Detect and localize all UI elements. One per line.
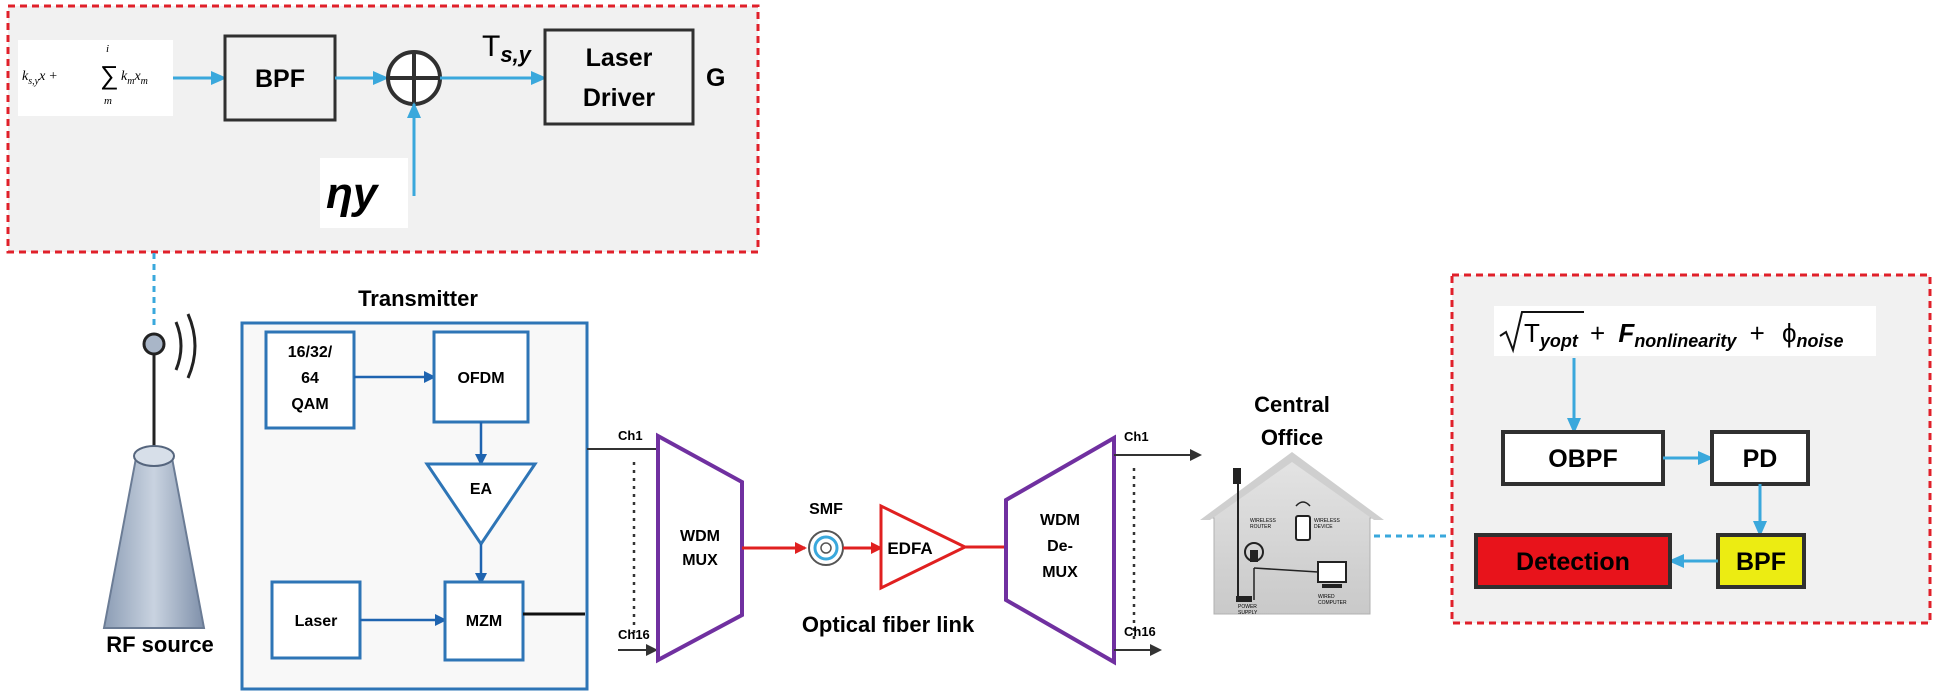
demux-ch1-label: Ch1 bbox=[1124, 429, 1149, 444]
rf-source-label: RF source bbox=[106, 632, 214, 657]
sigma-upper: i bbox=[106, 43, 109, 55]
laser-label: Laser bbox=[295, 613, 338, 630]
receiver-expression-terms: + Fnonlinearity + ϕnoise bbox=[1590, 318, 1844, 353]
ea-label: EA bbox=[470, 481, 493, 498]
detection-label: Detection bbox=[1516, 548, 1630, 576]
device-label: WIRELESS bbox=[1314, 518, 1341, 524]
sqrt-sign bbox=[1499, 311, 1584, 354]
eta-y-label: ηy bbox=[326, 169, 380, 218]
wdm-demux-trapezoid bbox=[1004, 434, 1116, 666]
qam-line2: 64 bbox=[301, 370, 319, 387]
demux-line3: MUX bbox=[1042, 564, 1078, 581]
optical-link-caption: Optical fiber link bbox=[802, 612, 975, 637]
g-label: G bbox=[706, 64, 725, 92]
demux-line2: De- bbox=[1047, 538, 1073, 555]
ts-label: Ts,y bbox=[482, 30, 533, 67]
top-bpf-label: BPF bbox=[255, 65, 305, 93]
mzm-box bbox=[443, 580, 525, 662]
qam-line1: 16/32/ bbox=[288, 344, 333, 361]
top-panel: ks,yx+ ∑ i m kmxm BPF Ts,y Laser Driver … bbox=[6, 4, 760, 254]
rf-source-tower-icon bbox=[102, 313, 206, 629]
edfa-label: EDFA bbox=[887, 539, 932, 558]
summing-junction bbox=[386, 50, 442, 106]
wdm-mux-trapezoid bbox=[656, 432, 744, 664]
pd-box bbox=[1710, 430, 1810, 486]
input-expression-box bbox=[18, 40, 173, 116]
eta-y-box bbox=[320, 158, 408, 228]
router-label-2: ROUTER bbox=[1250, 524, 1272, 530]
obpf-box bbox=[1501, 430, 1665, 486]
qam-box bbox=[264, 330, 356, 430]
demux-ch16-label: Ch16 bbox=[1124, 624, 1156, 639]
central-office-line2: Office bbox=[1261, 425, 1323, 450]
fiber-spool-icon bbox=[808, 530, 844, 566]
router-label: WIRELESS bbox=[1250, 518, 1277, 524]
central-office-house-icon bbox=[1200, 452, 1384, 615]
detection-box bbox=[1474, 533, 1672, 589]
mux-ch1-label: Ch1 bbox=[618, 428, 643, 443]
ofdm-label: OFDM bbox=[457, 370, 504, 387]
laser-driver-line2: Driver bbox=[583, 84, 656, 112]
ofdm-box bbox=[432, 330, 530, 424]
receiver-bpf-box bbox=[1716, 533, 1806, 589]
laser-driver-line1: Laser bbox=[586, 44, 653, 72]
transmitter-title: Transmitter bbox=[358, 286, 478, 311]
receiver-expression-sqrt: Tyopt bbox=[1524, 318, 1579, 351]
power-label-2: SUPPLY bbox=[1238, 610, 1258, 616]
sum-term: kmxm bbox=[121, 69, 148, 87]
mux-ch16-label: Ch16 bbox=[618, 627, 650, 642]
computer-label: WIRED bbox=[1318, 594, 1335, 600]
edfa-triangle bbox=[879, 503, 969, 591]
receiver-bpf-label: BPF bbox=[1736, 548, 1786, 576]
device-label-2: DEVICE bbox=[1314, 524, 1333, 530]
input-expression: ks,yx+ bbox=[22, 69, 57, 87]
demux-line1: WDM bbox=[1040, 512, 1080, 529]
sigma-lower: m bbox=[104, 95, 112, 107]
laser-driver-box bbox=[543, 28, 695, 126]
ea-triangle bbox=[424, 462, 538, 547]
laser-box bbox=[270, 580, 362, 660]
smf-label: SMF bbox=[809, 501, 843, 518]
receiver-panel: Tyopt + Fnonlinearity + ϕnoise OBPF PD B… bbox=[1450, 273, 1932, 625]
mux-line2: MUX bbox=[682, 552, 718, 569]
receiver-expression-box bbox=[1494, 306, 1876, 356]
qam-line3: QAM bbox=[291, 396, 328, 413]
obpf-label: OBPF bbox=[1548, 445, 1617, 473]
central-office-line1: Central bbox=[1254, 392, 1330, 417]
power-label: POWER bbox=[1238, 604, 1257, 610]
pd-label: PD bbox=[1743, 445, 1778, 473]
mux-line1: WDM bbox=[680, 528, 720, 545]
computer-label-2: COMPUTER bbox=[1318, 600, 1347, 606]
mzm-label: MZM bbox=[466, 613, 502, 630]
sigma-symbol: ∑ bbox=[100, 60, 119, 90]
